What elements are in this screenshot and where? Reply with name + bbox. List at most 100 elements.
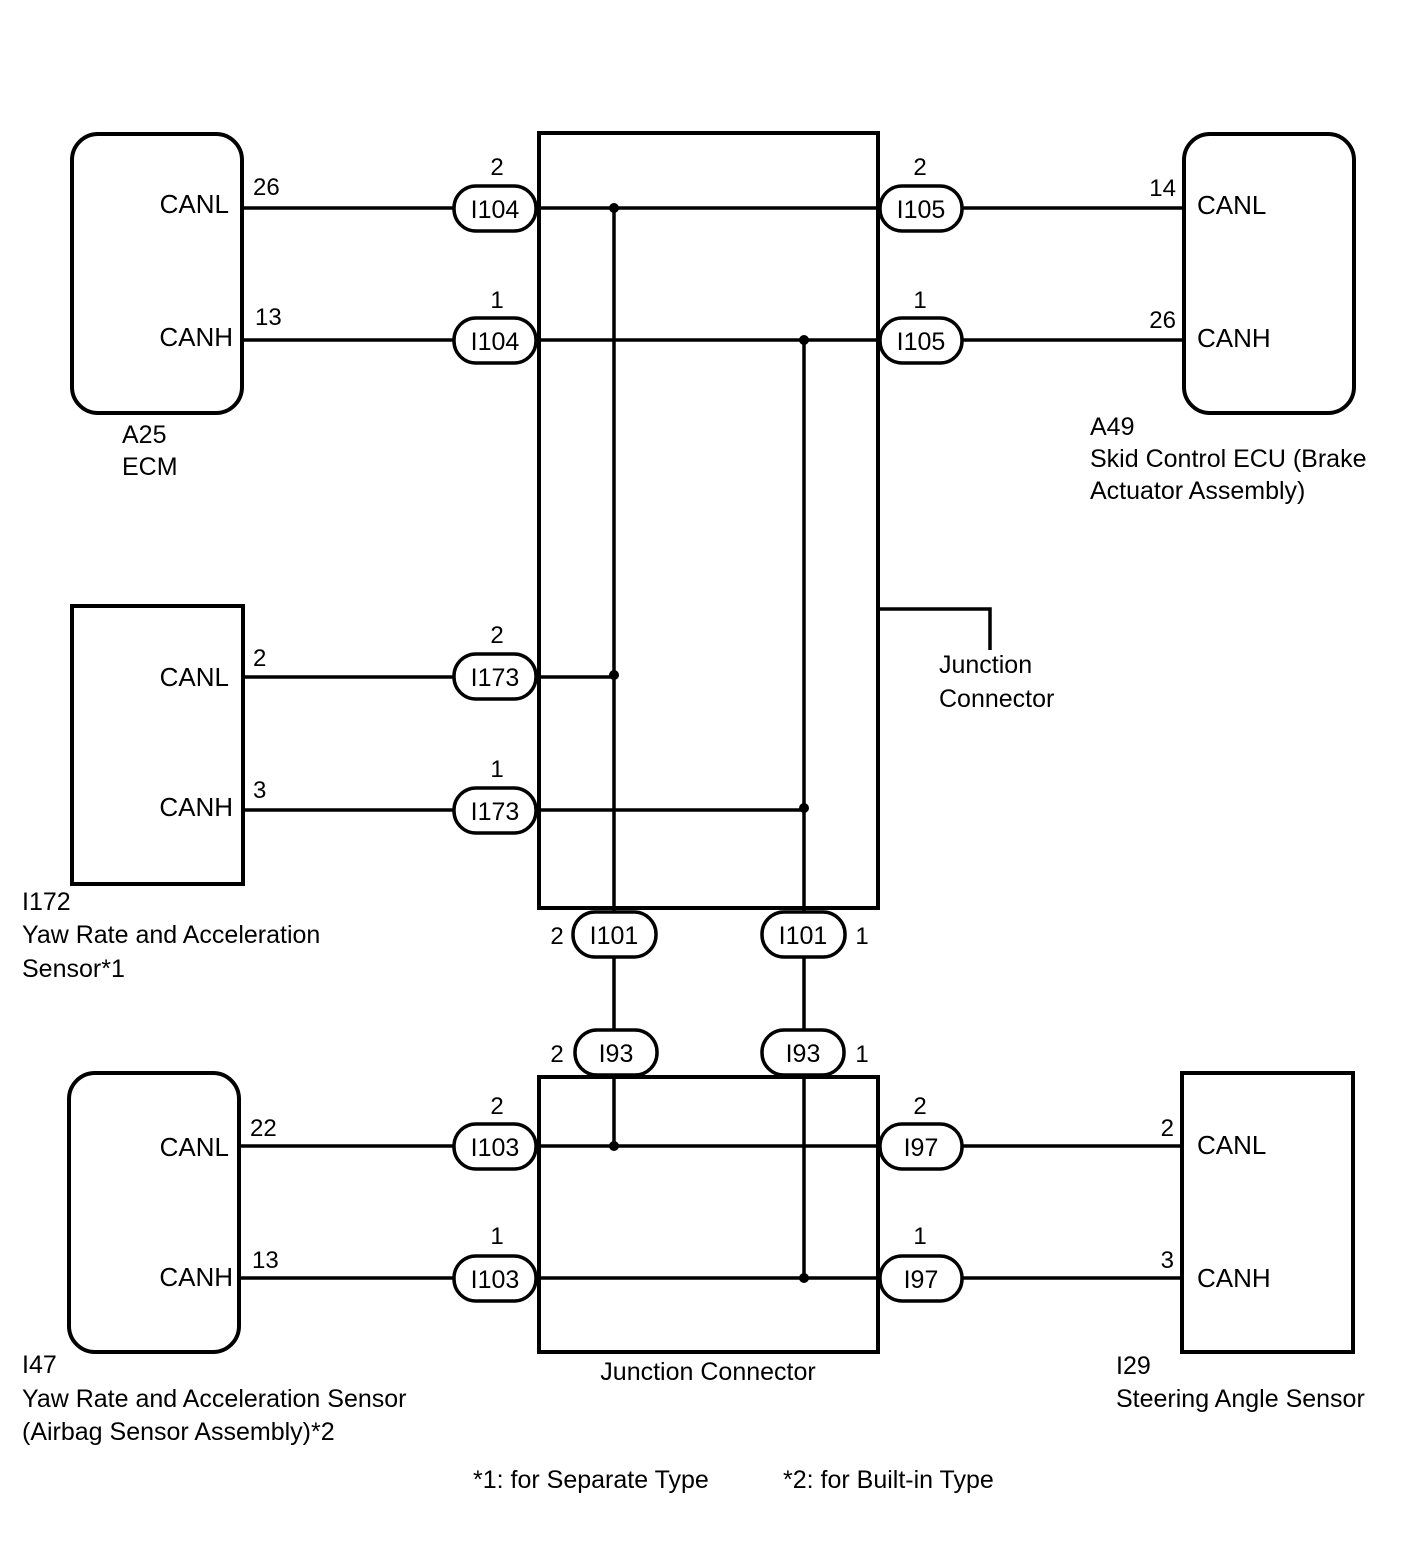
svg-text:A49: A49 <box>1090 413 1134 441</box>
svg-text:2: 2 <box>550 923 563 950</box>
connector-i103-canh: I103 1 <box>452 1223 538 1303</box>
svg-text:1: 1 <box>490 756 503 783</box>
connector-i93-canl: I93 2 <box>550 1028 659 1077</box>
splice-dot <box>799 335 809 345</box>
connector-i103-canl: I103 2 <box>452 1093 538 1171</box>
yaw-rate-sensor-separate-component: CANL CANH 2 3 I172 Yaw Rate and Accelera… <box>22 645 320 983</box>
svg-text:2: 2 <box>253 645 266 672</box>
svg-text:I173: I173 <box>471 664 520 692</box>
connector-i104-canl: I104 2 <box>452 154 538 233</box>
skid-control-ecu-box <box>1182 132 1356 415</box>
svg-text:I105: I105 <box>897 328 946 356</box>
splice-dot <box>609 1141 619 1151</box>
junction-connector-upper <box>537 131 880 910</box>
junction-lower-label: Junction Connector <box>600 1358 815 1386</box>
svg-text:(Airbag Sensor Assembly)*2: (Airbag Sensor Assembly)*2 <box>22 1418 335 1446</box>
connector-i173-canl: I173 2 <box>452 622 538 701</box>
svg-text:I97: I97 <box>904 1134 939 1162</box>
svg-text:1: 1 <box>913 1223 926 1250</box>
splice-dot <box>799 803 809 813</box>
svg-text:CANH: CANH <box>1197 1263 1271 1293</box>
svg-text:22: 22 <box>250 1115 277 1142</box>
svg-text:ECM: ECM <box>122 453 178 481</box>
steering-angle-sensor-box <box>1180 1071 1355 1354</box>
footnote-builtin-type: *2: for Built-in Type <box>783 1466 994 1494</box>
svg-text:2: 2 <box>490 154 503 181</box>
connector-i93-canh: I93 1 <box>760 1028 869 1077</box>
svg-text:CANL: CANL <box>160 189 229 219</box>
svg-text:1: 1 <box>855 923 868 950</box>
svg-text:I173: I173 <box>471 798 520 826</box>
svg-text:I105: I105 <box>897 196 946 224</box>
svg-text:2: 2 <box>490 622 503 649</box>
svg-text:2: 2 <box>913 154 926 181</box>
connector-i101-canh: I101 1 <box>760 910 869 959</box>
svg-text:Yaw Rate and Acceleration: Yaw Rate and Acceleration <box>22 921 320 949</box>
connector-i97-canl: I97 2 <box>878 1093 964 1171</box>
svg-text:26: 26 <box>253 174 280 201</box>
connector-i173-canh: I173 1 <box>452 756 538 835</box>
connector-i105-canh: I105 1 <box>878 287 964 365</box>
svg-text:3: 3 <box>1161 1247 1174 1274</box>
svg-text:CANL: CANL <box>1197 190 1266 220</box>
svg-text:Steering Angle Sensor: Steering Angle Sensor <box>1116 1385 1365 1413</box>
svg-text:Skid Control ECU (Brake: Skid Control ECU (Brake <box>1090 445 1366 473</box>
svg-text:2: 2 <box>913 1093 926 1120</box>
svg-text:I104: I104 <box>471 328 520 356</box>
ecm-box <box>70 132 244 415</box>
svg-text:2: 2 <box>1161 1115 1174 1142</box>
svg-text:I97: I97 <box>904 1266 939 1294</box>
junction-connector-lower <box>537 1075 880 1354</box>
svg-text:CANL: CANL <box>160 662 229 692</box>
svg-text:I103: I103 <box>471 1266 520 1294</box>
splice-dot <box>799 1273 809 1283</box>
svg-text:I104: I104 <box>471 196 520 224</box>
connector-i105-canl: I105 2 <box>878 154 964 233</box>
svg-text:2: 2 <box>550 1041 563 1068</box>
svg-text:CANL: CANL <box>1197 1130 1266 1160</box>
svg-text:CANH: CANH <box>159 1262 233 1292</box>
svg-text:I103: I103 <box>471 1134 520 1162</box>
skid-control-ecu-component: CANL CANH 14 26 A49 Skid Control ECU (Br… <box>1090 175 1366 505</box>
svg-text:1: 1 <box>855 1041 868 1068</box>
svg-text:1: 1 <box>490 1223 503 1250</box>
yaw-rate-sensor-builtin-box <box>67 1071 241 1354</box>
svg-text:1: 1 <box>913 287 926 314</box>
connector-i104-canh: I104 1 <box>452 287 538 365</box>
svg-text:Sensor*1: Sensor*1 <box>22 955 125 983</box>
svg-text:I101: I101 <box>779 922 828 950</box>
junction-upper-label-line1: Junction <box>939 651 1032 679</box>
svg-text:Yaw Rate and Acceleration Sens: Yaw Rate and Acceleration Sensor <box>22 1385 407 1413</box>
footnote-separate-type: *1: for Separate Type <box>473 1466 709 1494</box>
yaw-rate-sensor-separate-box <box>70 604 245 886</box>
svg-text:I101: I101 <box>590 922 639 950</box>
svg-text:Actuator Assembly): Actuator Assembly) <box>1090 477 1305 505</box>
svg-text:I93: I93 <box>786 1040 821 1068</box>
svg-text:I93: I93 <box>599 1040 634 1068</box>
svg-text:2: 2 <box>490 1093 503 1120</box>
steering-angle-sensor-component: CANL CANH 2 3 I29 Steering Angle Sensor <box>1116 1115 1365 1413</box>
svg-text:26: 26 <box>1149 307 1176 334</box>
yaw-rate-sensor-builtin-component: CANL CANH 22 13 I47 Yaw Rate and Acceler… <box>22 1115 407 1446</box>
svg-text:CANH: CANH <box>159 322 233 352</box>
connector-i97-canh: I97 1 <box>878 1223 964 1303</box>
svg-text:13: 13 <box>255 304 282 331</box>
svg-text:CANH: CANH <box>1197 323 1271 353</box>
splice-dot <box>609 670 619 680</box>
svg-text:3: 3 <box>253 777 266 804</box>
svg-text:13: 13 <box>252 1247 279 1274</box>
svg-text:A25: A25 <box>122 421 166 449</box>
svg-text:CANL: CANL <box>160 1132 229 1162</box>
junction-connector-leader <box>878 607 992 650</box>
splice-dot <box>609 203 619 213</box>
svg-text:1: 1 <box>490 287 503 314</box>
svg-text:I172: I172 <box>22 888 71 916</box>
svg-text:I47: I47 <box>22 1351 57 1379</box>
svg-text:14: 14 <box>1149 175 1176 202</box>
ecm-component: CANL CANH 26 13 A25 ECM <box>122 174 282 481</box>
junction-upper-label-line2: Connector <box>939 685 1054 713</box>
svg-text:I29: I29 <box>1116 1352 1151 1380</box>
svg-text:CANH: CANH <box>159 792 233 822</box>
connector-i101-canl: I101 2 <box>550 910 658 959</box>
